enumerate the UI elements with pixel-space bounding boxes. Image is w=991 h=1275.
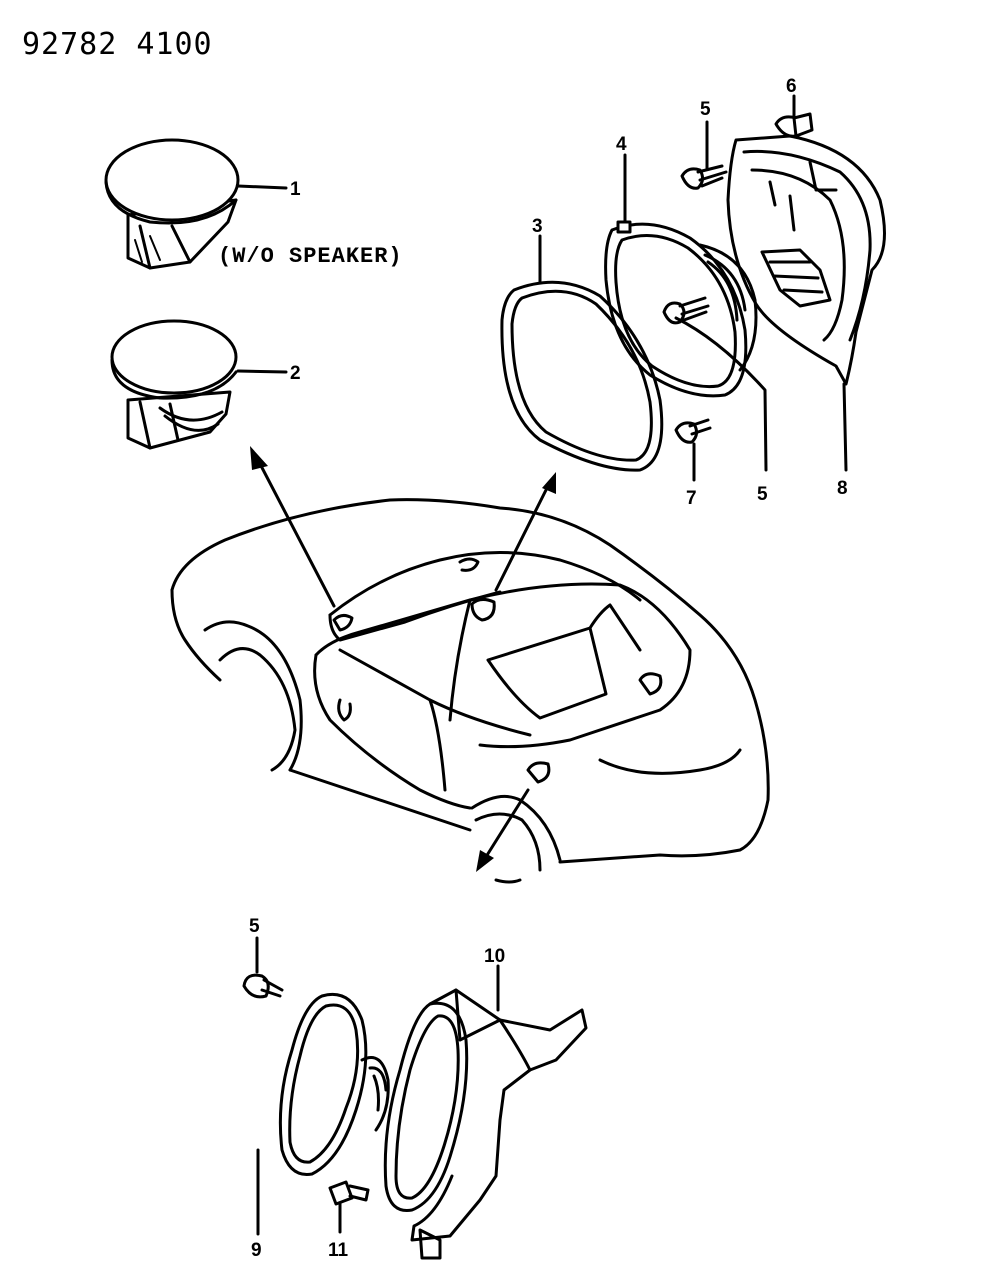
part-4-speaker xyxy=(604,153,758,398)
part-6-clip xyxy=(774,94,814,138)
part-5-screw-bottom xyxy=(242,936,284,999)
arrow-to-tweeter xyxy=(250,446,336,608)
callout-2: 2 xyxy=(290,363,301,384)
callout-5-bottom: 5 xyxy=(249,916,260,937)
callout-5-center: 5 xyxy=(757,484,768,505)
callout-10: 10 xyxy=(484,946,505,967)
callout-6: 6 xyxy=(786,76,797,97)
part-2-tweeter xyxy=(110,319,288,450)
note-without-speaker: (W/O SPEAKER) xyxy=(218,244,403,269)
arrow-to-door-speaker xyxy=(476,788,530,872)
part-5-screw-center xyxy=(662,296,768,472)
callout-5-top: 5 xyxy=(700,99,711,120)
callout-9: 9 xyxy=(251,1240,262,1261)
callout-3: 3 xyxy=(532,216,543,237)
arrow-to-rear-speaker xyxy=(494,472,556,592)
part-8-bracket xyxy=(726,134,886,472)
callout-1: 1 xyxy=(290,179,301,200)
callout-7: 7 xyxy=(686,488,697,509)
part-11-bolt xyxy=(328,1180,370,1234)
car-body xyxy=(170,498,770,884)
part-1-cover-cap xyxy=(104,138,288,270)
part-3-grille xyxy=(500,234,664,472)
part-7-screw xyxy=(674,418,712,482)
part-9-door-speaker xyxy=(256,993,390,1236)
callout-11: 11 xyxy=(328,1240,349,1261)
diagram-code: 92782 4100 xyxy=(22,27,213,62)
part-5-screw-top xyxy=(680,120,728,190)
callout-8: 8 xyxy=(837,478,848,499)
part-10-housing xyxy=(383,964,588,1260)
callout-4: 4 xyxy=(616,134,627,155)
